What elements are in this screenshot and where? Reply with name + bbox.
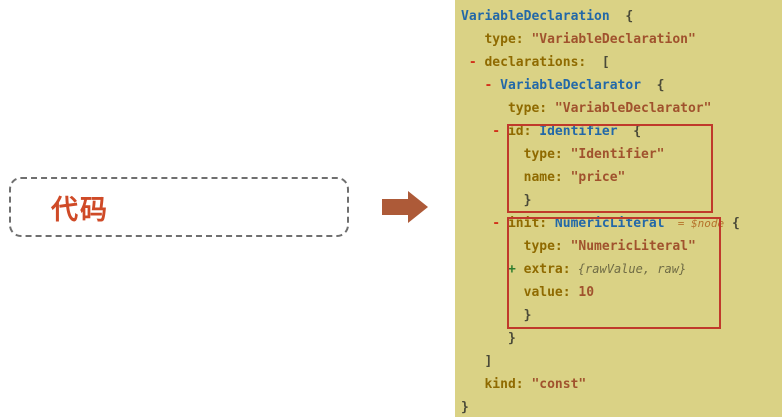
punctuation: { xyxy=(617,124,642,139)
string-value: "Identifier" xyxy=(562,147,665,162)
property-key: extra: xyxy=(515,262,571,277)
ast-line: type: "Identifier" xyxy=(461,143,782,166)
node-link[interactable]: Identifier xyxy=(531,124,618,139)
ast-line: type: "NumericLiteral" xyxy=(461,235,782,258)
ast-line: ] xyxy=(461,350,782,373)
arrow-right-icon xyxy=(382,190,428,224)
ast-line: name: "price" xyxy=(461,166,782,189)
node-annotation: = $node xyxy=(664,217,725,230)
ast-line: - id: Identifier { xyxy=(461,120,782,143)
ast-line: - VariableDeclarator { xyxy=(461,74,782,97)
number-value: 10 xyxy=(570,285,595,300)
punctuation: { xyxy=(609,9,634,24)
punctuation: } xyxy=(461,400,469,415)
punctuation: [ xyxy=(586,55,610,70)
punctuation: { xyxy=(724,216,740,231)
code-label: 代码 xyxy=(51,194,109,226)
ast-line: } xyxy=(461,304,782,327)
code-box: 代码 xyxy=(9,177,349,237)
property-key: declarations: xyxy=(476,55,587,70)
punctuation: } xyxy=(461,331,516,346)
ast-line: value: 10 xyxy=(461,281,782,304)
string-value: "const" xyxy=(523,377,587,392)
ast-line: } xyxy=(461,189,782,212)
minus-toggle-icon[interactable]: - xyxy=(461,124,501,139)
ast-line: VariableDeclaration { xyxy=(461,5,782,28)
ast-line: + extra: {rawValue, raw} xyxy=(461,258,782,281)
minus-toggle-icon[interactable]: - xyxy=(461,216,501,231)
string-value: "price" xyxy=(562,170,626,185)
punctuation: } xyxy=(461,193,532,208)
highlight-init-block xyxy=(507,217,721,329)
property-key: type: xyxy=(461,101,548,116)
collapsed-preview: {rawValue, raw} xyxy=(570,262,687,276)
node-link[interactable]: NumericLiteral xyxy=(547,216,665,231)
plus-toggle-icon[interactable]: + xyxy=(461,262,516,277)
property-key: name: xyxy=(461,170,563,185)
punctuation: } xyxy=(461,308,532,323)
string-value: "NumericLiteral" xyxy=(562,239,696,254)
ast-line: - declarations: [ xyxy=(461,51,782,74)
property-key: type: xyxy=(461,239,563,254)
property-key: type: xyxy=(461,32,524,47)
node-link[interactable]: VariableDeclarator xyxy=(492,78,642,93)
property-key: type: xyxy=(461,147,563,162)
ast-panel: VariableDeclaration { type: "VariableDec… xyxy=(455,0,782,417)
arrow-right-icon-svg xyxy=(382,191,428,223)
property-key: value: xyxy=(461,285,571,300)
punctuation: { xyxy=(641,78,665,93)
punctuation: ] xyxy=(461,354,493,369)
ast-line: kind: "const" xyxy=(461,373,782,396)
highlight-id-block xyxy=(507,124,713,213)
node-link[interactable]: VariableDeclaration xyxy=(461,9,610,24)
minus-toggle-icon[interactable]: - xyxy=(461,78,493,93)
property-key: kind: xyxy=(461,377,524,392)
ast-line: - init: NumericLiteral = $node { xyxy=(461,212,782,235)
minus-toggle-icon[interactable]: - xyxy=(461,55,477,70)
ast-line: } xyxy=(461,327,782,350)
string-value: "VariableDeclarator" xyxy=(547,101,712,116)
property-key: id: xyxy=(500,124,532,139)
ast-line: type: "VariableDeclaration" xyxy=(461,28,782,51)
ast-line: type: "VariableDeclarator" xyxy=(461,97,782,120)
property-key: init: xyxy=(500,216,548,231)
ast-line: } xyxy=(461,396,782,419)
string-value: "VariableDeclaration" xyxy=(523,32,696,47)
